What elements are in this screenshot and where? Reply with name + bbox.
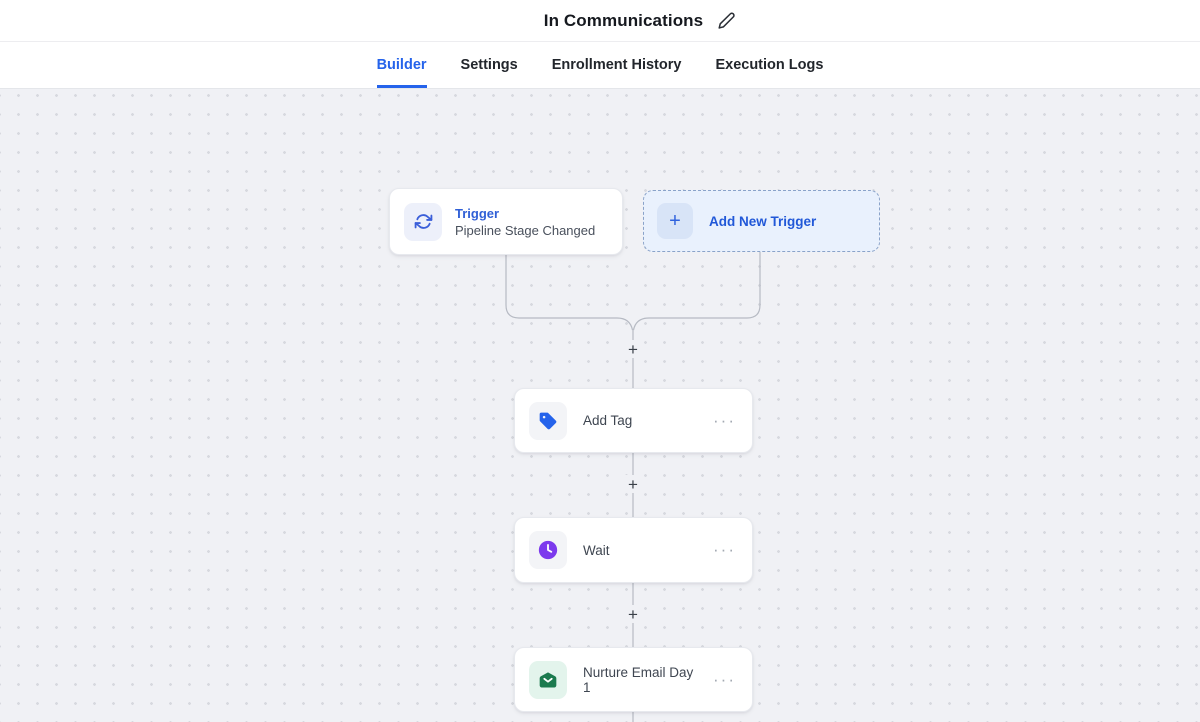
edit-title-button[interactable] [717, 11, 736, 30]
workflow-canvas[interactable]: Trigger Pipeline Stage Changed + Add New… [0, 89, 1200, 722]
trigger-node[interactable]: Trigger Pipeline Stage Changed [389, 188, 623, 255]
builder-tabbar: Builder Settings Enrollment History Exec… [0, 42, 1200, 89]
action-node-add-tag[interactable]: Add Tag ··· [514, 388, 753, 453]
node-more-options-button[interactable]: ··· [713, 669, 736, 689]
email-open-icon [529, 660, 567, 699]
pencil-icon [718, 12, 735, 29]
add-action-button[interactable]: + [624, 605, 642, 623]
action-node-nurture-email[interactable]: Nurture Email Day 1 ··· [514, 647, 753, 712]
clock-icon [529, 531, 567, 569]
trigger-title: Pipeline Stage Changed [455, 222, 596, 238]
node-more-options-button[interactable]: ··· [713, 410, 736, 430]
node-more-options-button[interactable]: ··· [713, 540, 736, 559]
add-action-button[interactable]: + [624, 475, 642, 493]
action-label: Wait [583, 542, 610, 558]
tab-builder[interactable]: Builder [376, 42, 427, 88]
workflow-title: In Communications [543, 10, 704, 30]
tab-enrollment-history[interactable]: Enrollment History [551, 56, 682, 73]
action-node-wait[interactable]: Wait ··· [514, 517, 753, 583]
tab-settings[interactable]: Settings [460, 56, 518, 73]
plus-icon: + [657, 203, 693, 239]
action-label: Add Tag [583, 413, 633, 428]
page-header: In Communications [0, 0, 1200, 42]
sync-icon [404, 202, 442, 241]
tab-execution-logs[interactable]: Execution Logs [715, 56, 824, 73]
add-new-trigger-label: Add New Trigger [709, 213, 817, 229]
add-new-trigger-button[interactable]: + Add New Trigger [643, 190, 880, 252]
trigger-type-label: Trigger [455, 205, 500, 221]
add-action-button[interactable]: + [624, 340, 642, 358]
action-label: Nurture Email Day 1 [583, 664, 694, 695]
tag-icon [529, 401, 567, 440]
